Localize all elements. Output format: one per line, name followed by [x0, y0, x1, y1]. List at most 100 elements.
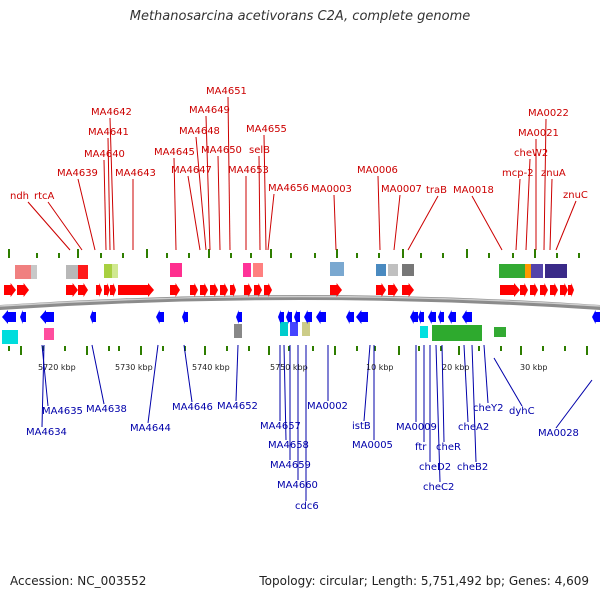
leader-line	[377, 175, 381, 251]
leader-line	[107, 137, 111, 251]
feature-box	[494, 327, 506, 337]
feature-box	[170, 263, 182, 277]
gene-label-top: MA4639	[57, 168, 98, 179]
leader-line	[205, 115, 211, 251]
scale-label: 5720 kbp	[38, 363, 76, 372]
reverse-gene-arrow	[20, 310, 26, 324]
tick-mark	[288, 346, 290, 351]
tick-mark	[290, 253, 292, 258]
feature-track	[2, 262, 567, 344]
gene-label-top: MA4640	[84, 149, 125, 160]
tick-mark	[378, 253, 380, 258]
feature-box	[302, 322, 310, 336]
tick-mark	[208, 249, 210, 258]
reverse-gene-arrow	[2, 310, 16, 324]
leader-line	[103, 159, 107, 251]
tick-mark	[122, 253, 124, 258]
feature-box	[330, 262, 344, 276]
tick-mark	[118, 346, 120, 351]
reverse-gene-arrow	[294, 310, 300, 324]
tick-mark	[402, 249, 404, 258]
bottom-label-leaders	[41, 344, 593, 501]
leader-line	[258, 155, 261, 251]
gene-label-bottom: MA0028	[538, 428, 579, 439]
gene-label-top: znuC	[563, 190, 588, 201]
feature-box	[432, 325, 482, 341]
forward-gene-arrow	[568, 283, 574, 297]
gene-label-bottom: MA4660	[277, 480, 318, 491]
scale-label: 10 kbp	[366, 363, 394, 372]
genome-backbone	[0, 295, 600, 310]
leader-line	[267, 193, 275, 251]
gene-label-bottom: MA4652	[217, 401, 258, 412]
tick-mark	[64, 346, 66, 351]
reverse-gene-arrow	[356, 310, 368, 324]
feature-box	[243, 263, 251, 277]
leader-line	[525, 158, 531, 251]
leader-line	[471, 195, 503, 251]
gene-label-top: MA4655	[246, 124, 287, 135]
gene-label-bottom: cheA2	[458, 422, 489, 433]
leader-line	[217, 155, 221, 251]
forward-gene-arrow	[244, 283, 252, 297]
forward-gene-arrow	[4, 283, 16, 297]
reverse-gene-arrow	[286, 310, 292, 324]
tick-mark	[314, 253, 316, 258]
feature-box	[104, 264, 112, 278]
gene-label-top: MA4651	[206, 86, 247, 97]
gene-label-bottom: MA4644	[130, 423, 171, 434]
leader-line	[227, 96, 231, 251]
reverse-gene-arrow	[592, 310, 600, 324]
reverse-gene-arrow	[182, 310, 188, 324]
forward-gene-arrow	[104, 283, 110, 297]
feature-box	[112, 264, 118, 278]
tick-mark	[512, 253, 514, 258]
leader-line	[27, 201, 71, 251]
tick-mark	[542, 346, 544, 351]
tick-mark	[270, 249, 272, 258]
tick-mark	[166, 253, 168, 258]
feature-box	[531, 264, 543, 278]
tick-mark	[20, 346, 22, 355]
forward-gene-arrow	[264, 283, 272, 297]
gene-label-bottom: cheR	[436, 442, 461, 453]
leader-line	[435, 344, 441, 483]
scale-label: 5730 kbp	[115, 363, 153, 372]
leader-line	[441, 344, 445, 443]
tick-mark	[420, 253, 422, 258]
tick-mark	[226, 346, 228, 351]
forward-gene-arrow	[170, 283, 180, 297]
leader-line	[393, 194, 401, 251]
leader-line	[263, 134, 267, 251]
tick-mark	[204, 346, 206, 355]
gene-label-top: MA0018	[453, 185, 494, 196]
tick-mark	[500, 346, 502, 351]
reverse-gene-arrow	[316, 310, 326, 324]
leader-line	[333, 194, 337, 251]
forward-gene-arrow	[560, 283, 568, 297]
forward-gene-arrow	[520, 283, 528, 297]
leader-line	[109, 117, 115, 251]
reverse-gene-arrow	[428, 310, 436, 324]
scale-label: 5750 kbp	[270, 363, 308, 372]
tick-row-bottom	[8, 346, 588, 355]
tick-mark	[188, 253, 190, 258]
feature-box	[545, 264, 567, 278]
leader-line	[41, 344, 49, 407]
tick-mark	[398, 346, 400, 355]
feature-box	[388, 264, 398, 276]
tick-mark	[146, 249, 148, 258]
forward-gene-arrow	[530, 283, 538, 297]
gene-label-top: MA4648	[179, 126, 220, 137]
feature-box	[402, 264, 414, 276]
forward-gene-arrow	[78, 283, 88, 297]
gene-label-top: MA0022	[528, 108, 569, 119]
leader-line	[543, 118, 547, 251]
forward-gene-arrow	[388, 283, 398, 297]
reverse-gene-arrow	[40, 310, 54, 324]
feature-box	[15, 265, 31, 279]
tick-mark	[162, 346, 164, 351]
gene-label-top: mcp-2	[502, 168, 534, 179]
gene-label-bottom: MA0009	[396, 422, 437, 433]
leader-line	[173, 157, 177, 251]
